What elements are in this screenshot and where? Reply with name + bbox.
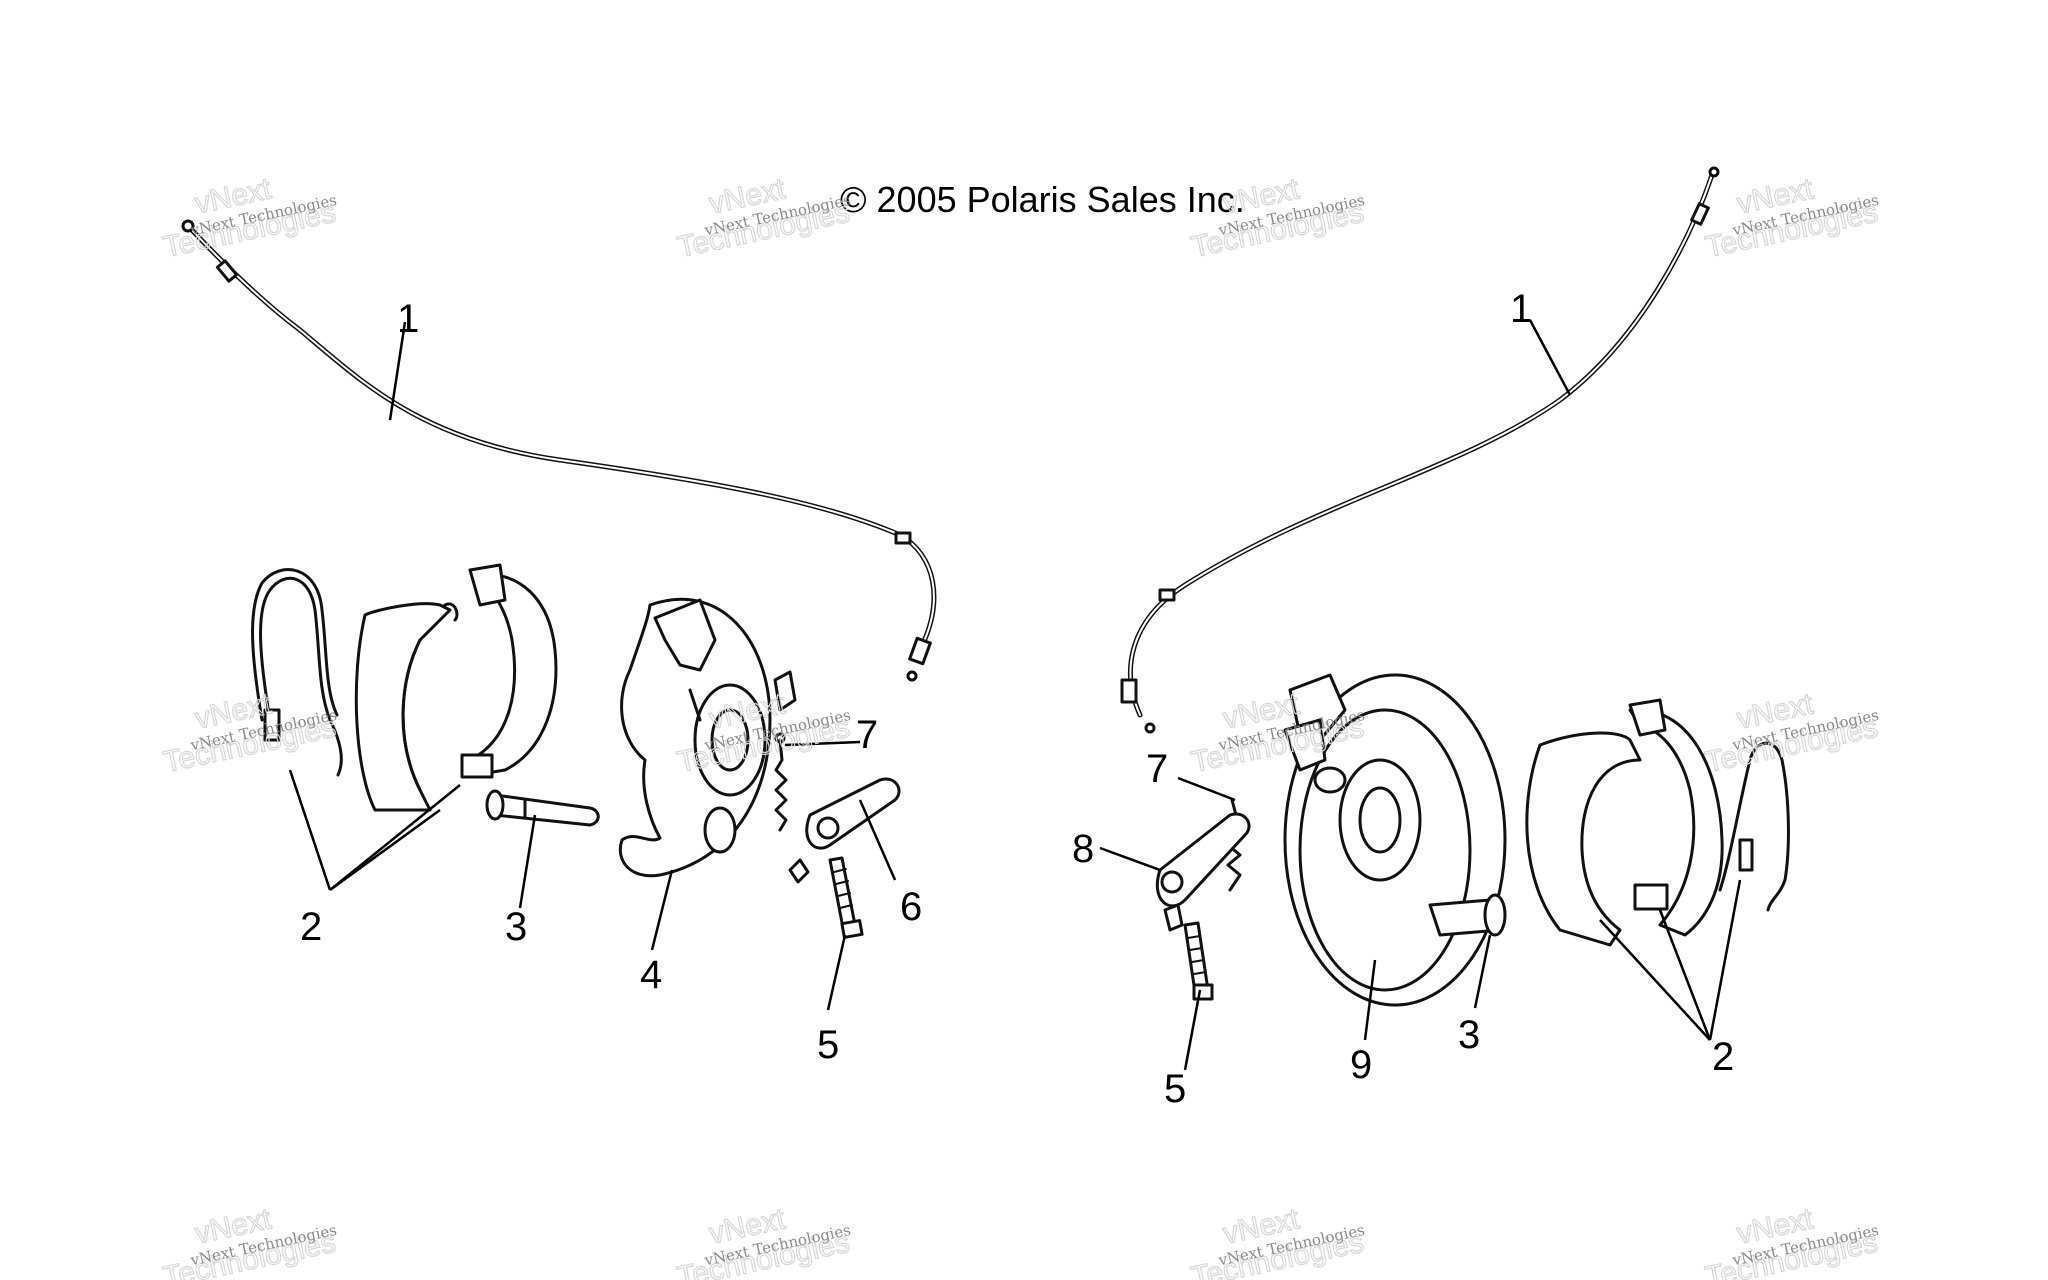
right-callout-3: 3 (1458, 1013, 1480, 1057)
left-callout-3: 3 (505, 905, 527, 949)
left-brake-assembly: 1 2 3 4 5 6 7 (181, 219, 937, 1067)
right-callout-8: 8 (1072, 827, 1094, 871)
right-shoe-spring (1718, 741, 1790, 912)
left-brake-cable (181, 219, 937, 682)
left-lever-spring (774, 732, 788, 832)
left-leader-lines (288, 321, 897, 1011)
watermark-12: vNext Technologies vNext Technologies (1702, 1202, 1881, 1280)
watermark-9: vNext Technologies vNext Technologies (160, 1202, 339, 1280)
right-callout-5: 5 (1164, 1067, 1186, 1111)
right-brake-assembly: 1 2 3 5 7 8 9 (1072, 166, 1790, 1111)
right-brake-lever (1155, 812, 1251, 932)
left-bolt (828, 856, 864, 939)
right-bolt (1183, 921, 1214, 1001)
watermark-1: vNext Technologies vNext Technologies (160, 172, 339, 265)
left-callout-5: 5 (817, 1023, 839, 1067)
left-callout-7: 7 (856, 713, 878, 757)
watermark-5: vNext Technologies vNext Technologies (160, 687, 339, 780)
left-callout-2: 2 (300, 905, 322, 949)
left-callout-1: 1 (397, 297, 419, 341)
left-brake-lever (788, 777, 901, 884)
watermark-2: vNext Technologies vNext Technologies (674, 172, 853, 265)
left-shoe-pin (485, 789, 600, 827)
left-callout-4: 4 (640, 953, 662, 997)
right-callout-2: 2 (1712, 1035, 1734, 1079)
watermark-10: vNext Technologies vNext Technologies (674, 1202, 853, 1280)
watermark-4: vNext Technologies vNext Technologies (1702, 172, 1881, 265)
watermark-11: vNext Technologies vNext Technologies (1188, 1202, 1367, 1280)
left-shoe-spring (251, 568, 343, 777)
right-leader-lines (1099, 319, 1742, 1071)
left-brake-shoes (354, 563, 558, 812)
left-backing-plate (618, 597, 797, 878)
copyright-text: © 2005 Polaris Sales Inc. (840, 179, 1245, 220)
right-shoe-pin (1428, 893, 1507, 937)
right-callout-1: 1 (1510, 287, 1532, 331)
right-callout-9: 9 (1350, 1043, 1372, 1087)
left-callout-6: 6 (900, 885, 922, 929)
right-callout-7: 7 (1146, 747, 1168, 791)
right-brake-shoes (1525, 698, 1724, 947)
right-brake-cable (1120, 166, 1720, 734)
watermark-8: vNext Technologies vNext Technologies (1702, 687, 1881, 780)
